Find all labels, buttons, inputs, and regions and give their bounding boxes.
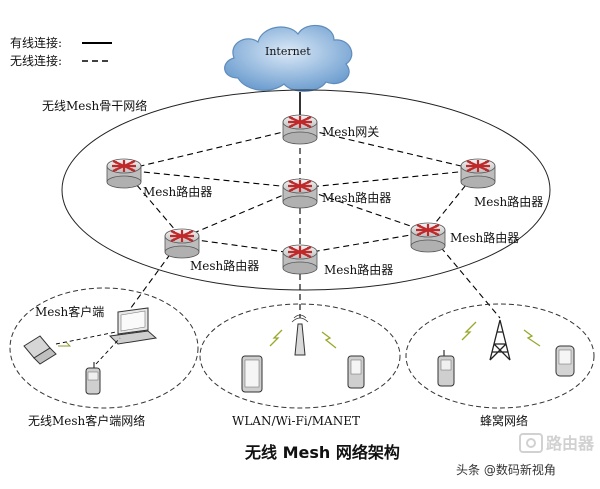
client-link-mobile — [95, 337, 121, 365]
router-center-icon — [281, 177, 319, 210]
legend-wired-label: 有线连接: — [10, 35, 62, 50]
handheld-device-icon — [347, 355, 365, 389]
router-right-label: Mesh路由器 — [474, 194, 543, 209]
router-center-label: Mesh路由器 — [322, 190, 391, 205]
wlan-signal-left-icon — [269, 329, 283, 347]
legend: 有线连接: 无线连接: — [10, 35, 112, 68]
tablet-icon — [241, 355, 263, 393]
router-lower-right-label: Mesh路由器 — [450, 230, 519, 245]
client-network-title: 无线Mesh客户端网络 — [28, 413, 145, 428]
cell-tower-icon — [489, 319, 511, 361]
client-network-boundary — [9, 287, 199, 409]
router-left-label: Mesh路由器 — [143, 184, 212, 199]
cell-phone-left-icon — [437, 350, 455, 387]
mobile-phone-icon — [85, 362, 101, 395]
wlan-signal-right-icon — [321, 331, 337, 349]
router-lower-left-label: Mesh路由器 — [190, 258, 259, 273]
router-lower-center-label: Mesh路由器 — [324, 262, 393, 277]
wlan-network-title: WLAN/Wi-Fi/MANET — [232, 414, 360, 428]
cellular-signal-left-icon — [461, 321, 477, 341]
router-lower-left-icon — [163, 227, 201, 260]
backbone-label: 无线Mesh骨干网络 — [42, 98, 147, 113]
router-lower-right-icon — [409, 221, 447, 254]
figure-title: 无线 Mesh 网络架构 — [244, 443, 400, 462]
gateway-label: Mesh网关 — [322, 125, 379, 139]
cell-phone-right-icon — [555, 345, 575, 377]
gateway-router-icon — [281, 113, 319, 146]
internet-cloud-icon: Internet — [224, 24, 353, 92]
router-lower-center-icon — [281, 243, 319, 276]
legend-wireless-label: 无线连接: — [10, 53, 62, 68]
laptop-icon — [108, 307, 158, 345]
cellular-signal-right-icon — [523, 329, 541, 347]
backbone-boundary — [61, 89, 551, 291]
cellular-network-boundary — [405, 303, 595, 409]
client-label: Mesh客户端 — [35, 304, 104, 319]
watermark-brand-logo: 路由器 — [519, 433, 595, 453]
access-point-icon — [291, 314, 309, 356]
router-right-icon — [459, 157, 497, 190]
cellular-network-title: 蜂窝网络 — [480, 413, 528, 428]
watermark-author: 头条 @数码新视角 — [456, 462, 556, 477]
wlan-network-boundary — [199, 303, 401, 409]
router-left-icon — [105, 157, 143, 190]
client-link-phone — [58, 341, 72, 347]
client-link-laptop — [55, 331, 117, 345]
flip-phone-icon — [23, 335, 57, 365]
internet-label: Internet — [265, 45, 311, 58]
watermark-brand: 路由器 — [546, 434, 595, 453]
